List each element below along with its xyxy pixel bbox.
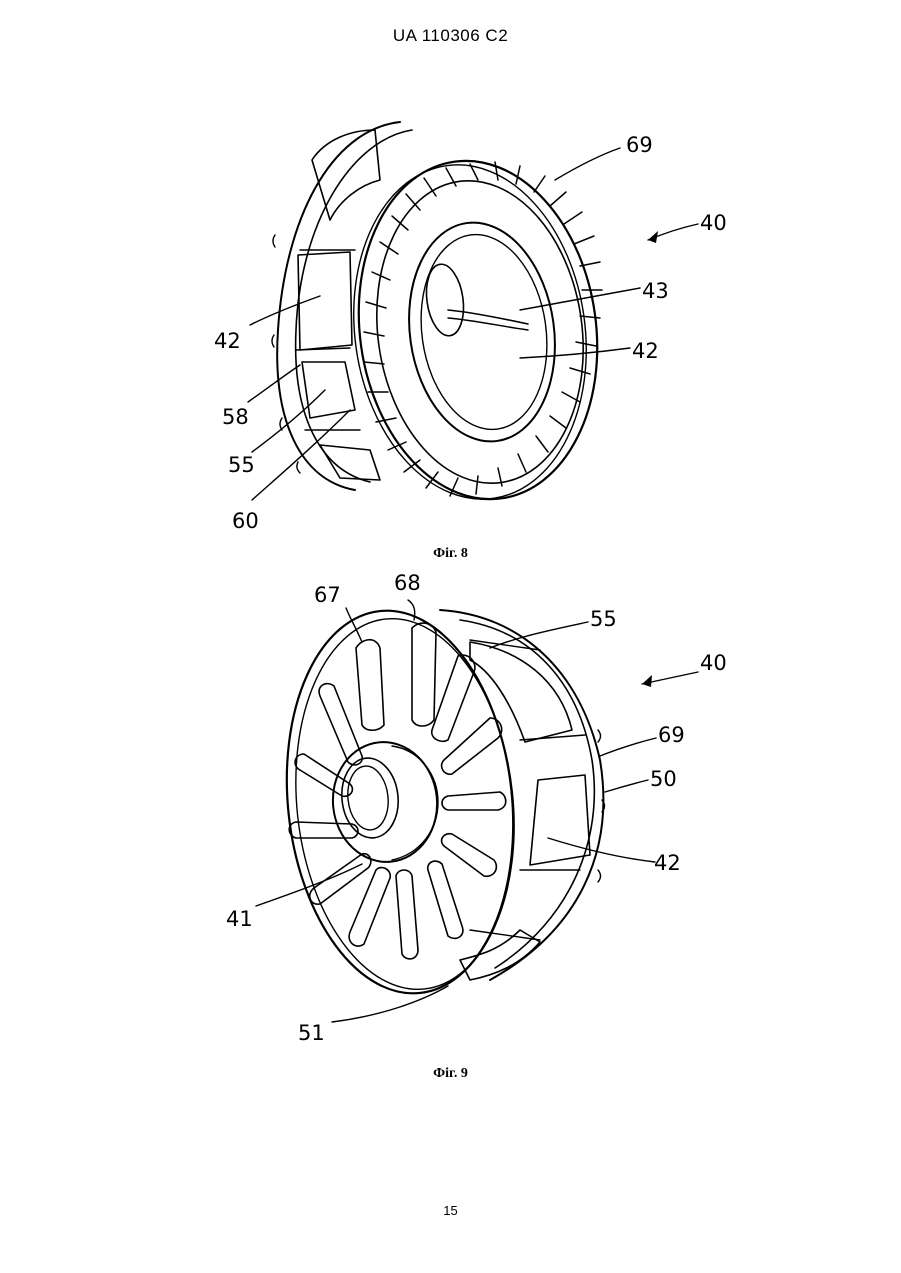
fig8-leader-lines [248, 148, 698, 500]
fig9-label-41: 41 [226, 907, 253, 931]
fig8-label-60: 60 [232, 509, 259, 533]
figure-8: 69 40 43 42 42 58 55 60 [0, 100, 901, 550]
fig8-label-42-right: 42 [632, 339, 659, 363]
fig8-hub [395, 213, 568, 451]
fig9-label-51: 51 [298, 1021, 325, 1045]
fig8-toothed-ring [333, 145, 619, 515]
fig9-front-disc [269, 599, 532, 1004]
fig9-arrow-head [642, 675, 652, 687]
fig8-label-58: 58 [222, 405, 249, 429]
fig9-label-40: 40 [700, 651, 727, 675]
fig9-hub [327, 737, 443, 867]
page-number: 15 [0, 1203, 901, 1218]
figure-9-caption: Фіг. 9 [0, 1066, 901, 1082]
figure-8-caption: Фіг. 8 [0, 546, 901, 562]
fig8-label-69: 69 [626, 133, 653, 157]
fig9-label-68: 68 [394, 571, 421, 595]
figure-9-drawing: 67 68 55 40 69 50 42 41 51 [0, 570, 901, 1050]
fig9-label-67: 67 [314, 583, 341, 607]
figure-8-drawing: 69 40 43 42 42 58 55 60 [0, 100, 901, 550]
figure-9: 67 68 55 40 69 50 42 41 51 [0, 570, 901, 1050]
fig9-label-55: 55 [590, 607, 617, 631]
fig9-leader-lines [256, 600, 698, 1022]
fig8-label-40: 40 [700, 211, 727, 235]
fig9-label-42: 42 [654, 851, 681, 875]
fig8-arrow-head [648, 231, 658, 243]
fig8-label-55: 55 [228, 453, 255, 477]
fig9-label-50: 50 [650, 767, 677, 791]
fig9-label-69: 69 [658, 723, 685, 747]
fig8-label-42-left: 42 [214, 329, 241, 353]
patent-header: UA 110306 C2 [0, 26, 901, 46]
fig8-label-43: 43 [642, 279, 669, 303]
